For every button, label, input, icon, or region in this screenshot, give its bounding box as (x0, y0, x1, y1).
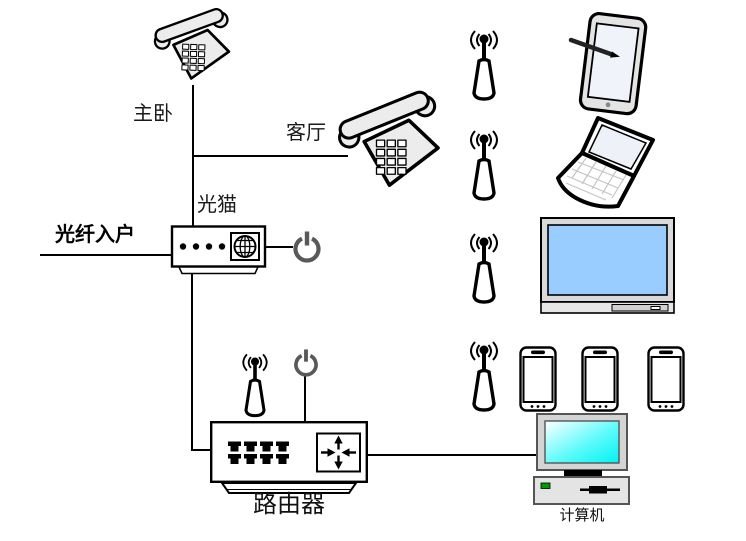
wire-modem-to-router-horizontal (191, 449, 212, 451)
wifi-antenna-icon (470, 30, 498, 101)
wire-junction-to-phone2 (192, 155, 348, 157)
modem-power-icon (291, 230, 323, 264)
label-living-room: 客厅 (286, 122, 326, 144)
smartphone-icon (647, 346, 685, 412)
optical-modem (170, 225, 267, 275)
wire-fiber-entry (40, 254, 172, 256)
modem-icon (170, 225, 267, 275)
drive-slot (589, 486, 607, 494)
stylus-icon (568, 37, 620, 58)
label-master-bedroom: 主卧 (133, 103, 173, 125)
smartphone-3 (647, 346, 685, 412)
wifi-signal-2 (464, 127, 504, 203)
power-icon (293, 231, 321, 263)
telephone-icon (338, 90, 440, 187)
wire-modem-to-router-vertical (191, 272, 193, 451)
telephone-icon (153, 7, 231, 80)
laptop (552, 116, 662, 214)
ethernet-ports (228, 441, 289, 464)
power-led (540, 482, 551, 489)
tablet (568, 11, 648, 117)
router-power-icon (292, 348, 320, 378)
telephone-master-bedroom (152, 7, 238, 90)
desktop-computer (532, 412, 632, 507)
wifi-antenna-icon (470, 233, 498, 304)
wifi-antenna-icon (242, 353, 268, 418)
tv-icon (540, 217, 675, 314)
monitor-stand (564, 470, 602, 477)
tablet-icon (568, 11, 648, 116)
routing-symbol-icon (316, 432, 361, 473)
wire-modem-to-power (264, 246, 293, 248)
tv-screen (547, 224, 668, 296)
label-router: 路由器 (253, 491, 325, 518)
label-optical-modem: 光猫 (197, 194, 237, 216)
wifi-signal-4 (464, 338, 504, 414)
router-antenna (237, 350, 273, 420)
router (210, 421, 369, 497)
laptop-icon (556, 116, 655, 209)
telephone-living-room (336, 90, 450, 198)
label-fiber-to-home: 光纤入户 (55, 224, 135, 246)
power-icon (294, 349, 318, 377)
label-computer: 计算机 (559, 507, 605, 524)
smartphone-icon (581, 346, 619, 412)
smartphone-1 (519, 346, 557, 412)
wifi-signal-3 (464, 230, 504, 306)
wifi-antenna-icon (470, 130, 498, 201)
wire-router-to-computer (368, 454, 538, 456)
globe-icon (233, 235, 257, 258)
keyboard-keys (565, 157, 627, 201)
smartphone-icon (519, 346, 557, 412)
wifi-signal-1 (464, 27, 504, 103)
monitor-screen (544, 420, 620, 464)
smartphone-2 (581, 346, 619, 412)
desktop-computer-icon (533, 413, 630, 505)
television (540, 217, 675, 315)
router-icon (210, 421, 369, 494)
tv-button (650, 306, 661, 310)
wire-power-to-router (304, 374, 306, 422)
wifi-antenna-icon (470, 341, 498, 412)
